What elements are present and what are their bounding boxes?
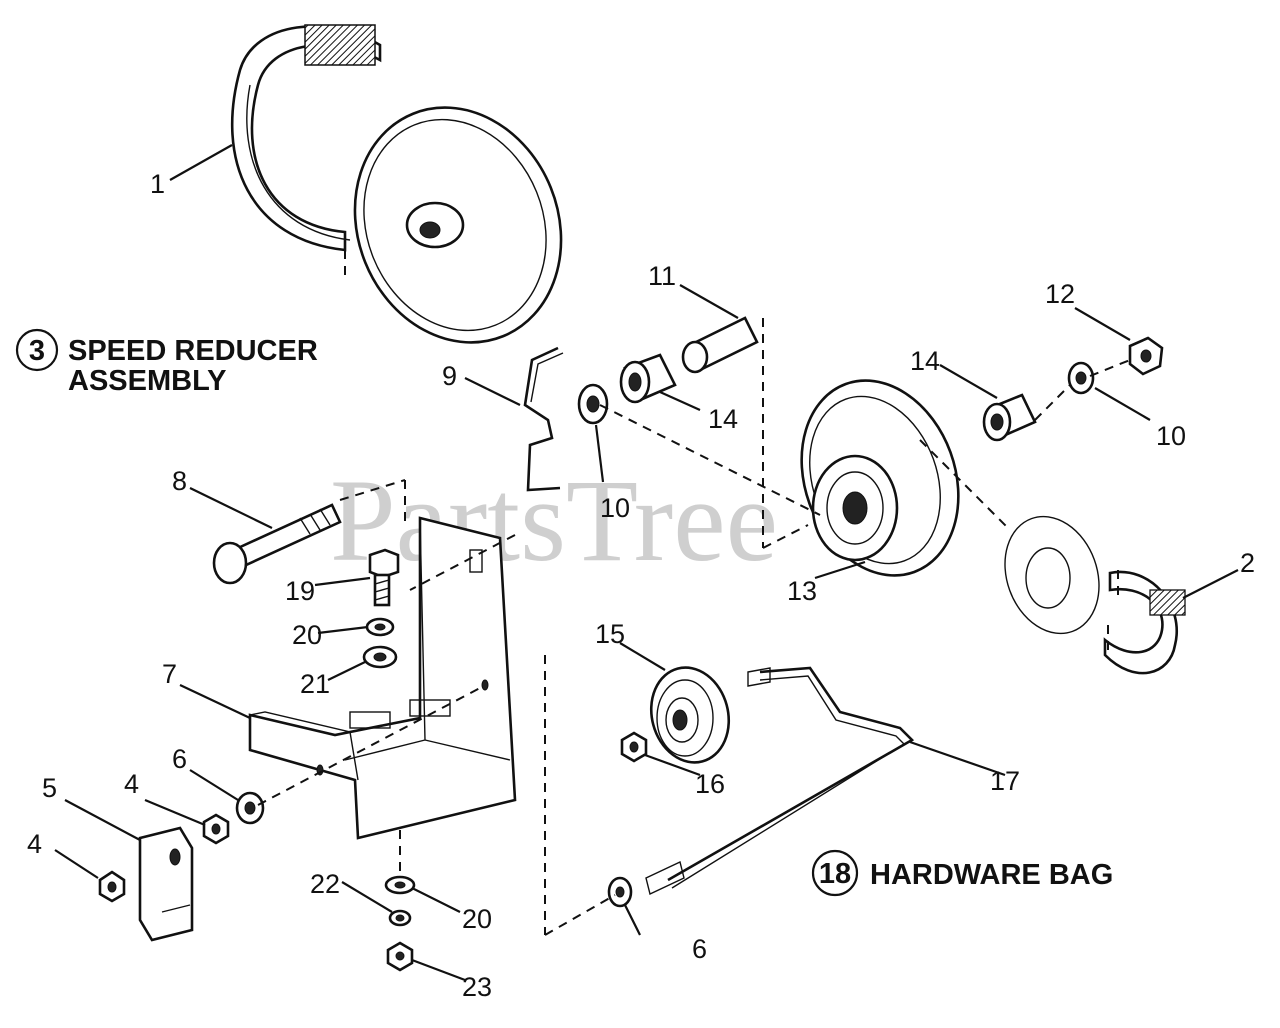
bushing-14-right-part [982,393,1037,442]
nut-4-lower-part [98,870,126,903]
callout-21: 21 [300,669,330,699]
large-pulley-part [353,106,563,344]
callout-22: 22 [310,869,340,899]
hardware-bag-title: 18 HARDWARE BAG [811,849,1113,897]
washer-6-left-part [235,791,265,825]
title-line1: HARDWARE BAG [870,859,1113,891]
callout-5: 5 [42,773,57,803]
callout-23: 23 [462,972,492,1002]
callout-20: 20 [292,620,322,650]
callout-15: 15 [595,619,625,649]
title-number: 3 [29,335,45,367]
callout-7: 7 [162,659,177,689]
washer-20-top-part [365,617,395,637]
pulley-15-part [649,666,731,764]
bushing-14-part [619,353,677,404]
callout-17: 17 [990,766,1020,796]
washer-10-right-part [1067,361,1095,395]
belt-top-part [231,24,382,275]
carriage-bolt-8-part [212,503,342,585]
title-number: 18 [819,858,851,890]
callout-20: 20 [462,904,492,934]
leader-lines [54,144,1239,982]
speed-reducer-title: 3 SPEED REDUCER ASSEMBLY [15,328,318,397]
idler-arm-17-part [645,666,915,895]
idler-pulley-13-part [800,379,960,577]
callout-14: 14 [910,346,940,376]
callout-labels: 1 2 4 4 5 6 6 7 8 9 10 10 11 12 13 14 14… [27,169,1255,1002]
callout-19: 19 [285,576,315,606]
title-line2: ASSEMBLY [68,365,226,397]
callout-14: 14 [708,404,738,434]
callout-9: 9 [442,361,457,391]
callout-12: 12 [1045,279,1075,309]
callout-4: 4 [27,829,42,859]
alignment-lines [257,318,1131,936]
callout-2: 2 [1240,548,1255,578]
washer-6-lower-part [607,876,633,908]
hook-spring-part [523,346,564,492]
callout-6: 6 [692,934,707,964]
callout-10: 10 [600,493,630,523]
callout-11: 11 [648,261,676,291]
nut-4-upper-part [202,813,230,845]
callout-6: 6 [172,744,187,774]
nut-23-part [386,941,414,972]
nut-16-part [620,731,648,763]
plate-5-part [138,826,194,942]
lockwasher-22-part [388,909,412,927]
callout-4: 4 [124,769,139,799]
callout-8: 8 [172,466,187,496]
title-line1: SPEED REDUCER [68,335,318,367]
callout-13: 13 [787,576,817,606]
callout-16: 16 [695,769,725,799]
callout-1: 1 [150,169,165,199]
spacer-11-part [681,316,759,374]
belt-right-part [1004,515,1186,675]
bolt-19-part [368,548,400,607]
washer-20-lower-part [384,875,416,895]
callout-10: 10 [1156,421,1186,451]
bracket-7-part [248,516,517,840]
nut-12-part [1128,336,1164,376]
washer-21-part [362,645,398,669]
washer-10-part [577,383,609,425]
